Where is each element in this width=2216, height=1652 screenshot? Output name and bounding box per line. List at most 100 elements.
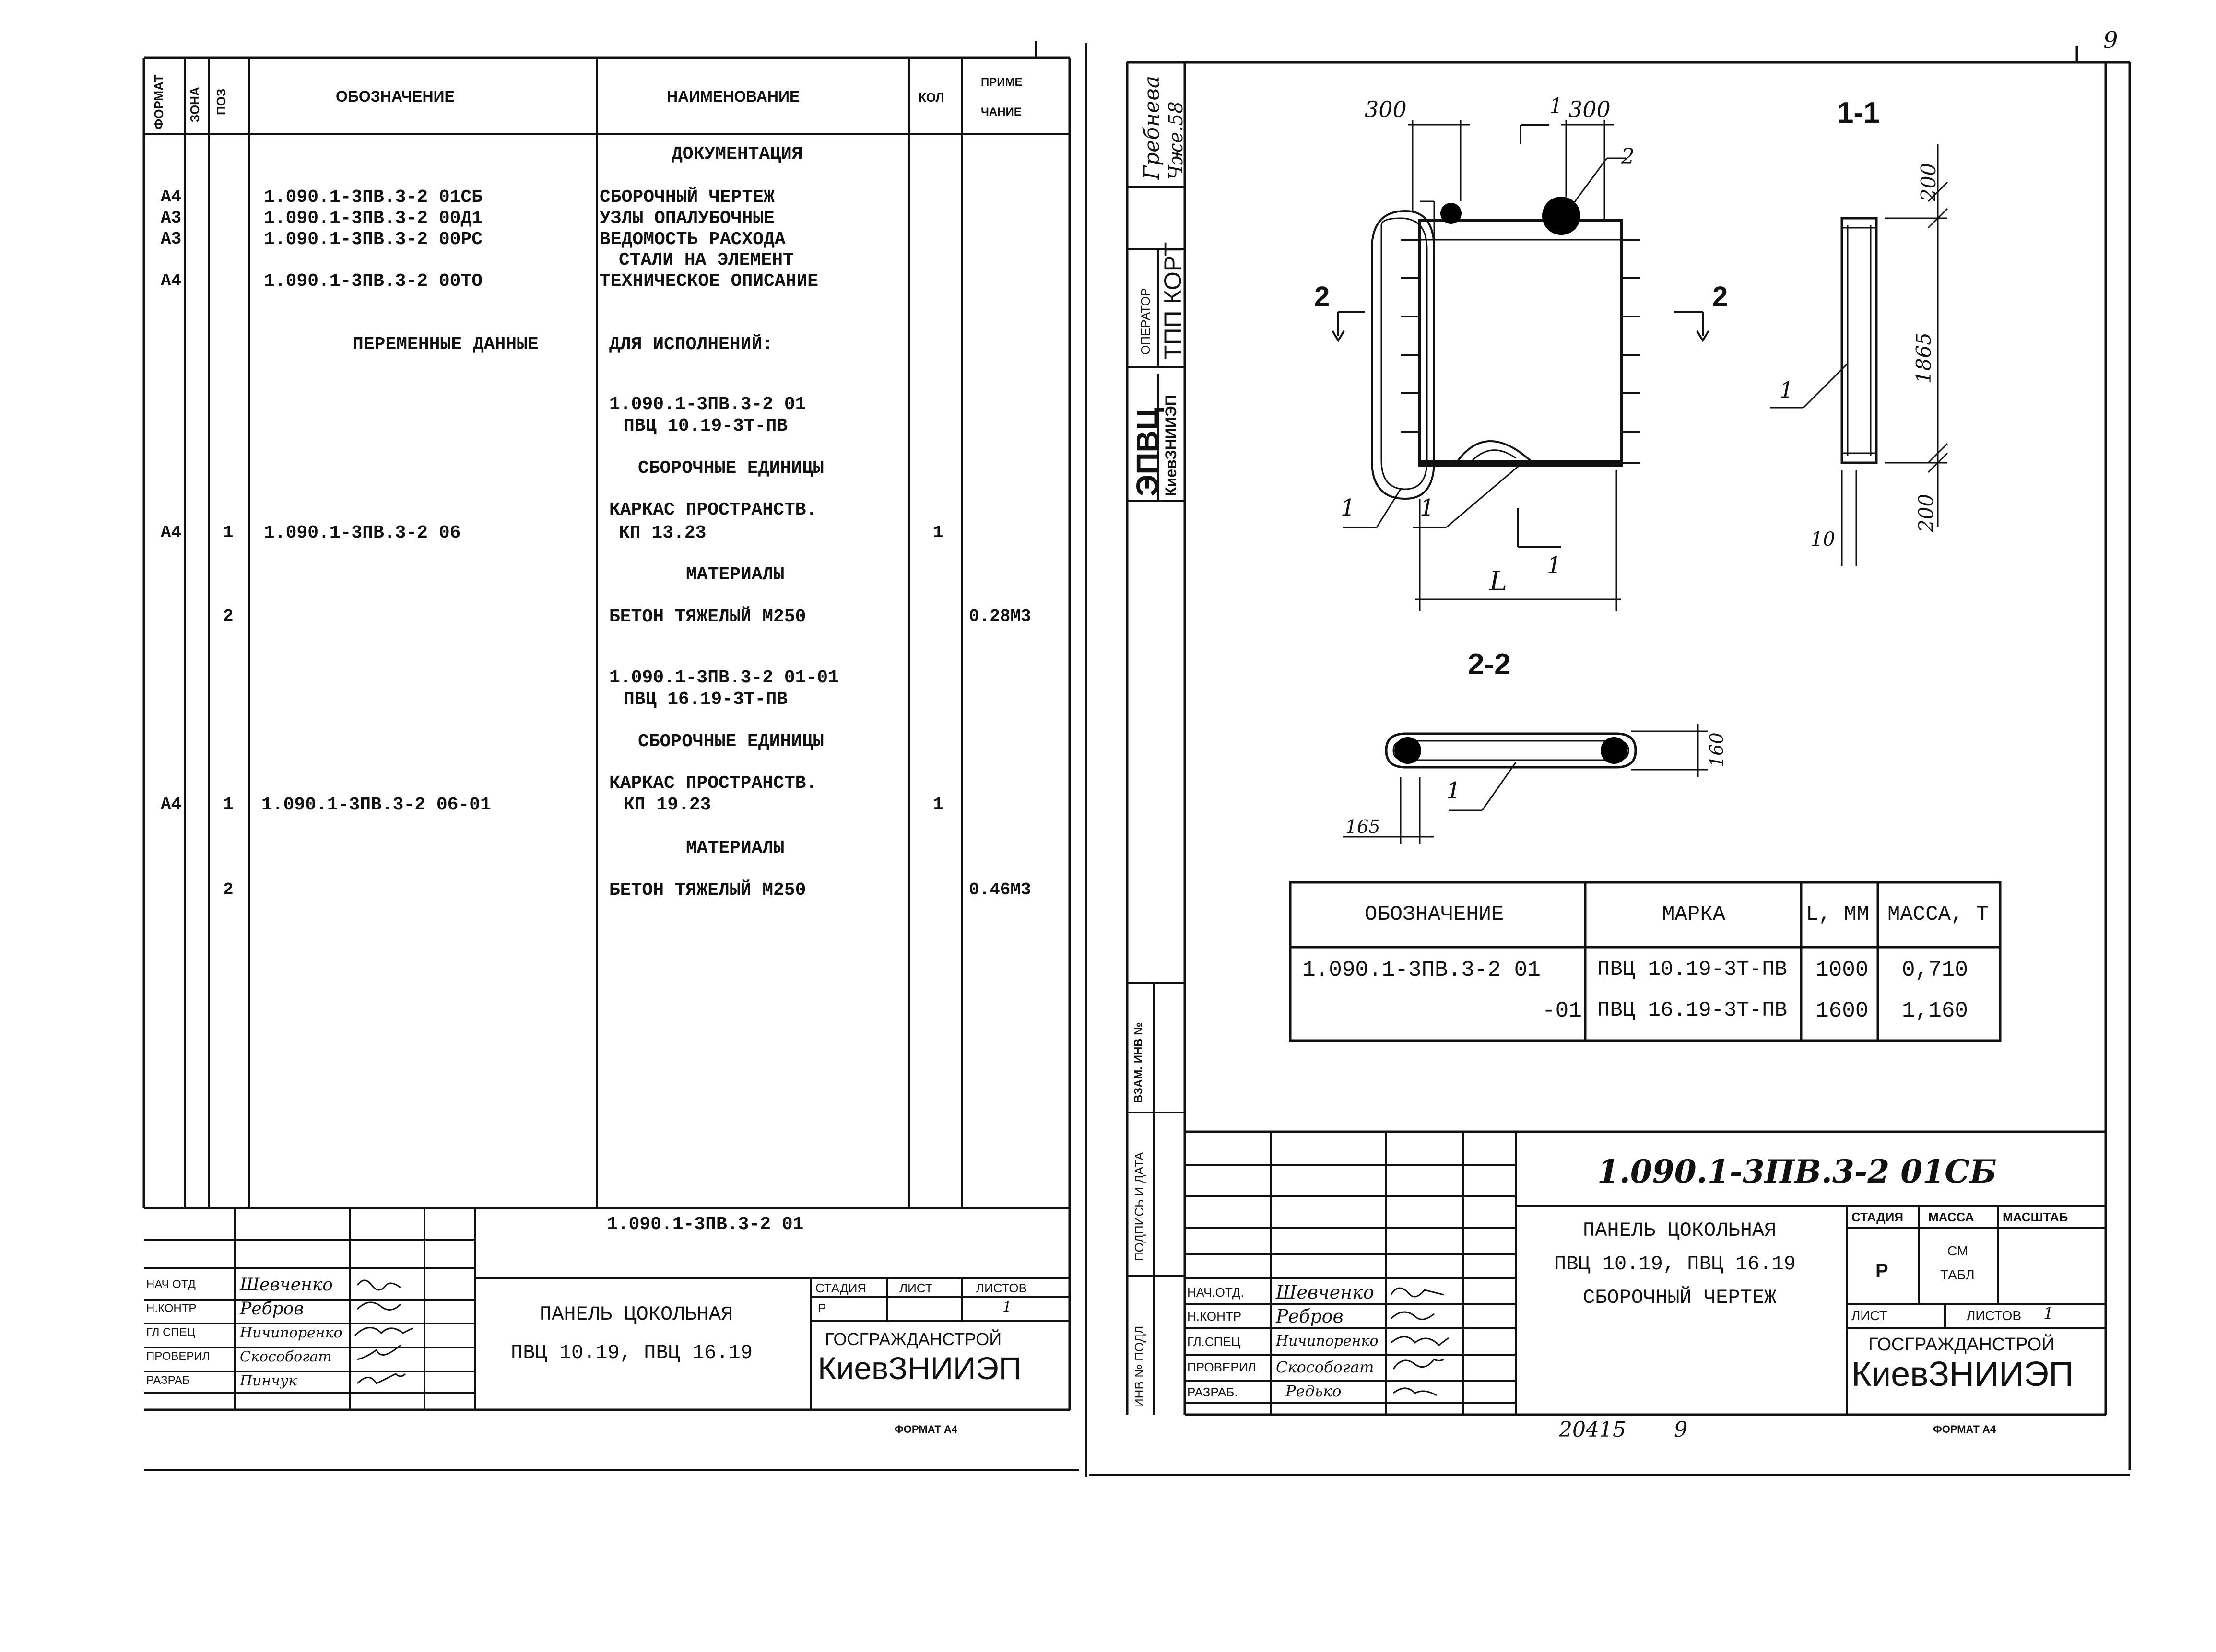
right-scale-label: МАСШТАБ xyxy=(2003,1210,2068,1224)
right-stage-label: СТАДИЯ xyxy=(1851,1210,1904,1224)
table-cell: 1.090.1-3ПВ.3-2 01 xyxy=(1302,958,1541,983)
right-doc-code: 1.090.1-3ПВ.3-2 01СБ xyxy=(1597,1153,1997,1190)
spec-row-designation: 1.090.1-3ПВ.3-2 00Д1 xyxy=(264,208,483,229)
archive-number: 20415 xyxy=(1559,1418,1626,1442)
left-role-name: Шевченко xyxy=(240,1275,333,1295)
archive-sheet: 9 xyxy=(1674,1418,1687,1442)
right-role-name: Ребров xyxy=(1276,1306,1344,1327)
dim-10: 10 xyxy=(1811,528,1835,551)
mark-table-lines xyxy=(1289,881,2002,1042)
header-note-1: ПРИМЕ xyxy=(981,76,1023,89)
spec-row-format: А3 xyxy=(161,229,182,249)
table-cell: ПВЦ 16.19-3Т-ПВ xyxy=(1597,998,1788,1022)
right-format-note: ФОРМАТ А4 xyxy=(1933,1423,1996,1435)
right-title-2: ПВЦ 10.19, ПВЦ 16.19 xyxy=(1554,1253,1796,1276)
right-title-block-lines xyxy=(1185,1132,2106,1415)
right-mass-value-1: СМ xyxy=(1947,1243,1968,1258)
right-role: ГЛ.СПЕЦ xyxy=(1187,1335,1240,1349)
spec-row-designation: 1.090.1-3ПВ.3-2 06-01 xyxy=(261,795,491,815)
spec-row-note: 0.28М3 xyxy=(969,607,1031,626)
spec-row-name: МАТЕРИАЛЫ xyxy=(686,564,785,585)
left-role: ПРОВЕРИЛ xyxy=(146,1350,210,1363)
leader-2: 2 xyxy=(1621,144,1635,169)
spec-row-pos: 1 xyxy=(223,795,234,814)
left-role: НАЧ ОТД xyxy=(146,1278,196,1291)
spec-row-note: 0.46М3 xyxy=(969,880,1031,900)
spec-row-name: ПВЦ 16.19-3Т-ПВ xyxy=(624,689,788,710)
dim-300-left: 300 xyxy=(1365,96,1407,122)
leader-1-section: 1 xyxy=(1780,377,1794,403)
spec-row-name: ТЕХНИЧЕСКОЕ ОПИСАНИЕ xyxy=(600,271,819,292)
header-qty: КОЛ xyxy=(919,90,944,105)
left-sheet-label: ЛИСТ xyxy=(899,1281,933,1295)
spec-row-designation: 1.090.1-3ПВ.3-2 06 xyxy=(264,523,461,543)
left-title-2: ПВЦ 10.19, ПВЦ 16.19 xyxy=(511,1341,753,1364)
table-cell: 1600 xyxy=(1815,998,1869,1023)
spec-row-format: А4 xyxy=(161,795,182,814)
right-sheet-label: ЛИСТ xyxy=(1851,1308,1887,1323)
section-2-mark-right: 2 xyxy=(1712,281,1728,312)
right-page-number: 9 xyxy=(2103,27,2118,54)
dim-300-right: 300 xyxy=(1568,96,1611,122)
right-role-name: Скособогат xyxy=(1276,1358,1374,1376)
section-1-1 xyxy=(1770,144,1948,566)
spec-row-name: БЕТОН ТЯЖЕЛЫЙ М250 xyxy=(609,607,806,627)
spec-row-designation: ПЕРЕМЕННЫЕ ДАННЫЕ xyxy=(353,334,539,355)
spec-row-name: СБОРОЧНЫЕ ЕДИНИЦЫ xyxy=(638,458,824,479)
right-role: РАЗРАБ. xyxy=(1187,1385,1238,1399)
spec-row-name: 1.090.1-3ПВ.3-2 01 xyxy=(609,394,806,415)
right-title-3: СБОРОЧНЫЙ ЧЕРТЕЖ xyxy=(1583,1286,1777,1309)
spec-row-format: А4 xyxy=(161,187,182,207)
right-stage-value: Р xyxy=(1875,1260,1888,1281)
table-cell: ПВЦ 10.19-3Т-ПВ xyxy=(1597,958,1788,982)
table-cell: 1,160 xyxy=(1902,998,1968,1023)
elevation-view xyxy=(1332,120,1709,611)
spec-row-designation: 1.090.1-3ПВ.3-2 00ТО xyxy=(264,271,483,292)
spec-row-name: БЕТОН ТЯЖЕЛЫЙ М250 xyxy=(609,880,806,901)
table-cell: 1000 xyxy=(1815,958,1869,983)
right-org-1: ГОСГРАЖДАНСТРОЙ xyxy=(1868,1335,2055,1355)
spec-row-name: КАРКАС ПРОСТРАНСТВ. xyxy=(609,500,817,520)
spec-row-format: А4 xyxy=(161,523,182,542)
section-2-mark-left: 2 xyxy=(1314,281,1330,312)
left-role-name: Скособогат xyxy=(240,1348,332,1365)
right-org-2: КиевЗНИИЭП xyxy=(1851,1355,2074,1394)
header-name: НАИМЕНОВАНИЕ xyxy=(667,88,800,105)
spec-row-qty: 1 xyxy=(933,523,943,542)
header-designation: ОБОЗНАЧЕНИЕ xyxy=(336,88,455,105)
spec-row-name: СБОРОЧНЫЕ ЕДИНИЦЫ xyxy=(638,731,824,752)
right-mass-label: МАССА xyxy=(1928,1210,1974,1224)
spec-row-qty: 1 xyxy=(933,795,943,814)
view-1-1-title: 1-1 xyxy=(1837,96,1880,129)
spec-row-name: УЗЛЫ ОПАЛУБОЧНЫЕ xyxy=(600,208,775,229)
spec-row-pos: 2 xyxy=(223,880,234,900)
left-spec-columns xyxy=(144,58,1070,1208)
dim-165: 165 xyxy=(1345,816,1380,837)
leader-1-section-2: 1 xyxy=(1446,777,1461,804)
right-role-name: Шевченко xyxy=(1276,1282,1374,1303)
dim-L: L xyxy=(1489,566,1508,597)
table-header: МАРКА xyxy=(1662,902,1726,926)
spec-row-designation: 1.090.1-3ПВ.3-2 00РС xyxy=(264,229,483,250)
left-title-1: ПАНЕЛЬ ЦОКОЛЬНАЯ xyxy=(540,1303,733,1326)
spec-row-name: СБОРОЧНЫЙ ЧЕРТЕЖ xyxy=(600,187,775,208)
left-sheet-frame xyxy=(142,41,1071,1411)
right-sheets-value: 1 xyxy=(2043,1304,2054,1323)
right-sheet-frame xyxy=(1126,46,2131,1470)
spec-row-designation: 1.090.1-3ПВ.3-2 01СБ xyxy=(264,187,483,208)
left-role-name: Пинчук xyxy=(240,1372,297,1389)
table-cell: 0,710 xyxy=(1902,958,1968,983)
left-stage-value: Р xyxy=(818,1301,826,1315)
spec-row-format: А3 xyxy=(161,208,182,228)
right-role: НАЧ.ОТД. xyxy=(1187,1285,1244,1300)
left-org-1: ГОСГРАЖДАНСТРОЙ xyxy=(825,1329,1002,1349)
left-stage-label: СТАДИЯ xyxy=(815,1281,867,1295)
spec-row-format: А4 xyxy=(161,271,182,291)
table-header: L, ММ xyxy=(1806,902,1870,926)
spec-row-name: ВЕДОМОСТЬ РАСХОДА xyxy=(600,229,786,250)
spec-row-name: 1.090.1-3ПВ.3-2 01-01 xyxy=(609,668,839,688)
spec-row-pos: 2 xyxy=(223,607,234,626)
right-sheets-label: ЛИСТОВ xyxy=(1967,1308,2022,1323)
